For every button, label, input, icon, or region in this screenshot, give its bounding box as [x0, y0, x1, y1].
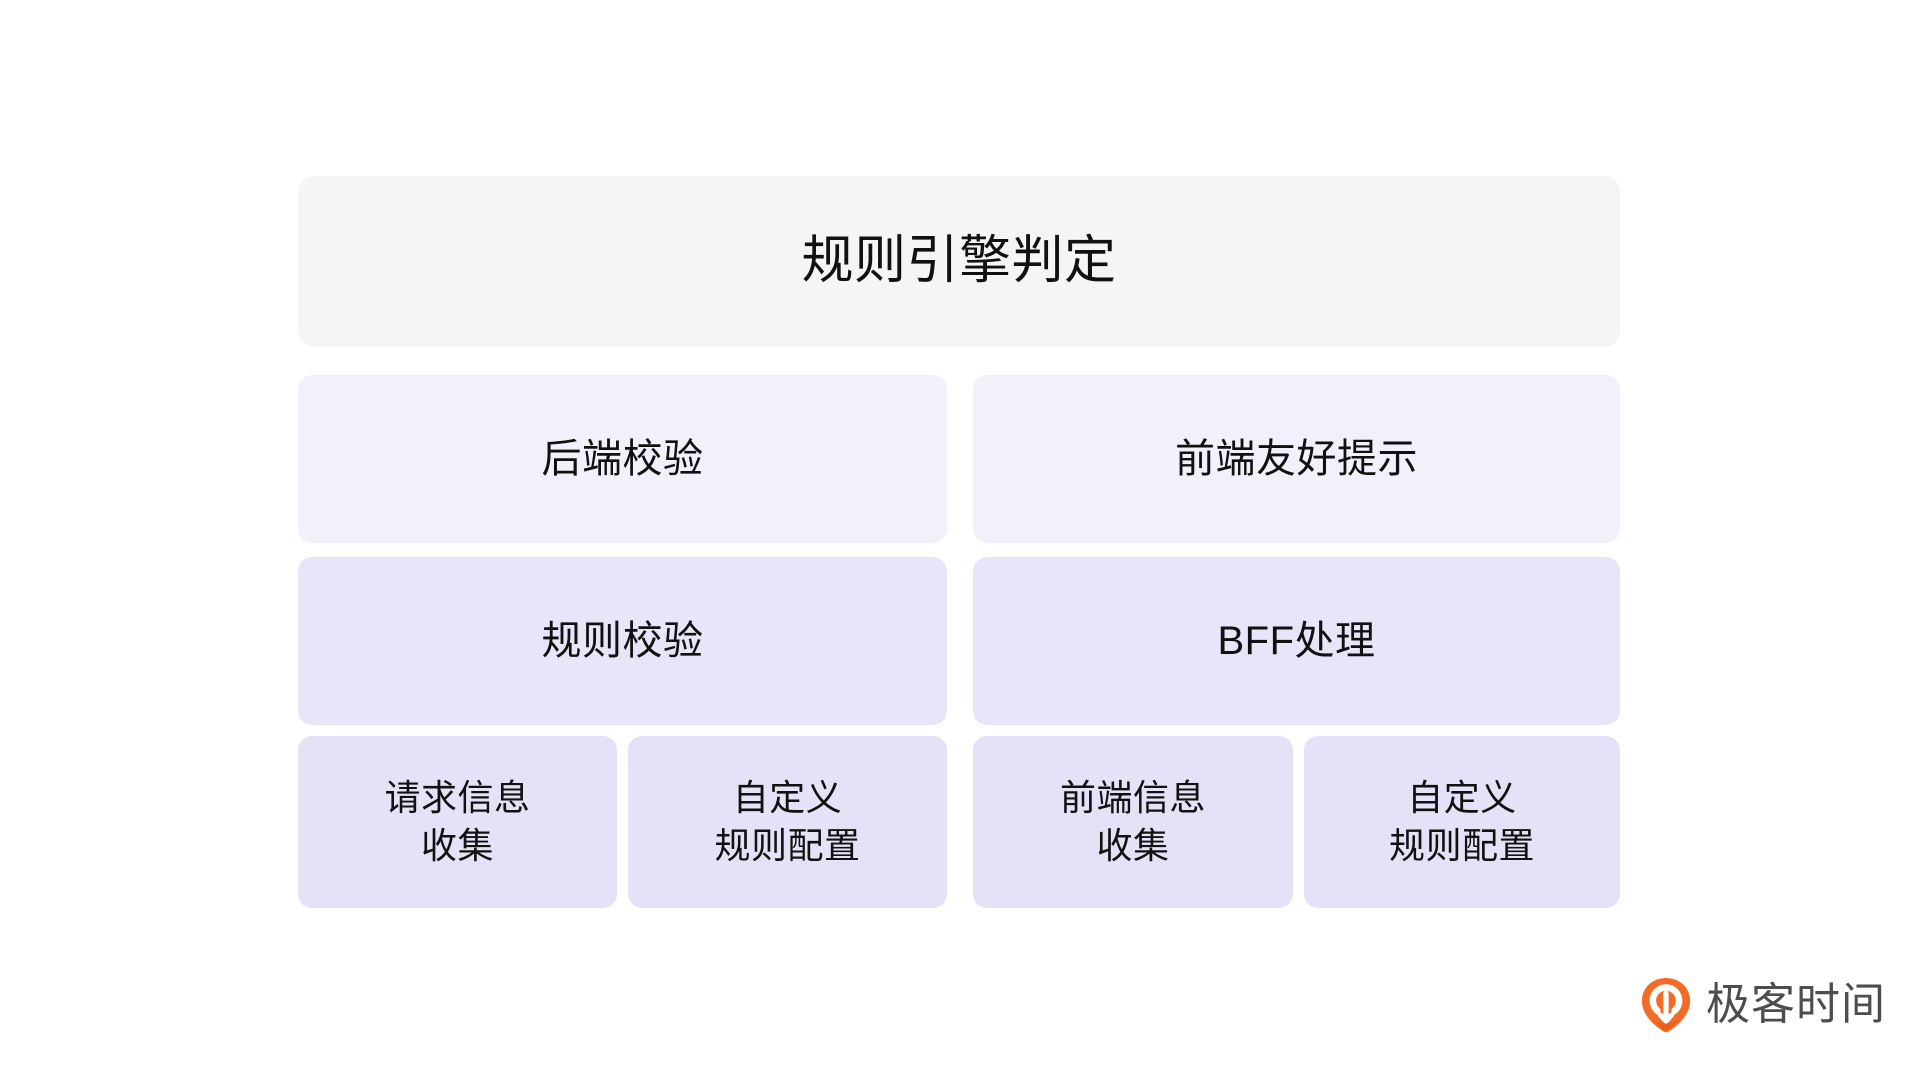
node-rule-validation: 规则校验 [298, 557, 947, 725]
node-custom-rule-config-backend: 自定义 规则配置 [628, 736, 947, 908]
node-backend-validation: 后端校验 [298, 375, 947, 543]
brand-wordmark: 极客时间 [1706, 980, 1886, 1029]
node-request-info-collection: 请求信息 收集 [298, 736, 617, 908]
node-frontend-friendly-prompt: 前端友好提示 [973, 375, 1620, 543]
node-frontend-info-collection: 前端信息 收集 [973, 736, 1293, 908]
geektime-pin-icon [1641, 977, 1691, 1033]
diagram-title-box: 规则引擎判定 [298, 176, 1620, 347]
brand-logo: 极客时间 [1640, 975, 1886, 1035]
node-custom-rule-config-frontend: 自定义 规则配置 [1304, 736, 1620, 908]
node-bff-processing: BFF处理 [973, 557, 1620, 725]
